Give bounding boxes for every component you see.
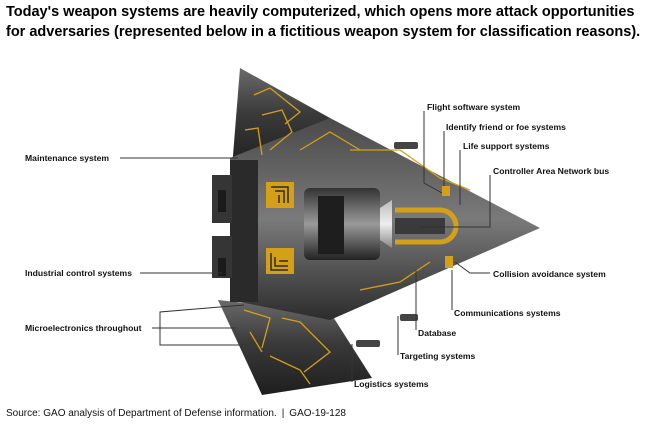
label-can-bus: Controller Area Network bus <box>493 166 610 176</box>
label-targeting: Targeting systems <box>400 351 476 361</box>
label-communications: Communications systems <box>454 308 561 318</box>
source-text: Source: GAO analysis of Department of De… <box>6 408 277 419</box>
label-logistics: Logistics systems <box>354 379 429 389</box>
microchip-icon <box>266 182 294 208</box>
figure-title: Today's weapon systems are heavily compu… <box>6 4 641 40</box>
source-separator: | <box>281 408 285 419</box>
lower-wing <box>218 300 372 395</box>
microchip-icon <box>266 248 294 274</box>
label-collision-avoidance: Collision avoidance system <box>493 269 606 279</box>
leader-lines <box>120 111 491 382</box>
report-id: GAO-19-128 <box>289 408 346 419</box>
label-industrial-control: Industrial control systems <box>25 268 132 278</box>
can-bus-loop <box>395 207 459 245</box>
rear-panel <box>230 160 258 302</box>
label-maintenance: Maintenance system <box>25 153 110 163</box>
source-note: Source: GAO analysis of Department of De… <box>6 408 346 419</box>
label-life-support: Life support systems <box>463 141 550 151</box>
label-microelectronics: Microelectronics throughout <box>25 323 142 333</box>
label-database: Database <box>418 328 457 338</box>
label-identify-friend-foe: Identify friend or foe systems <box>446 122 566 132</box>
label-flight-software: Flight software system <box>427 102 521 112</box>
